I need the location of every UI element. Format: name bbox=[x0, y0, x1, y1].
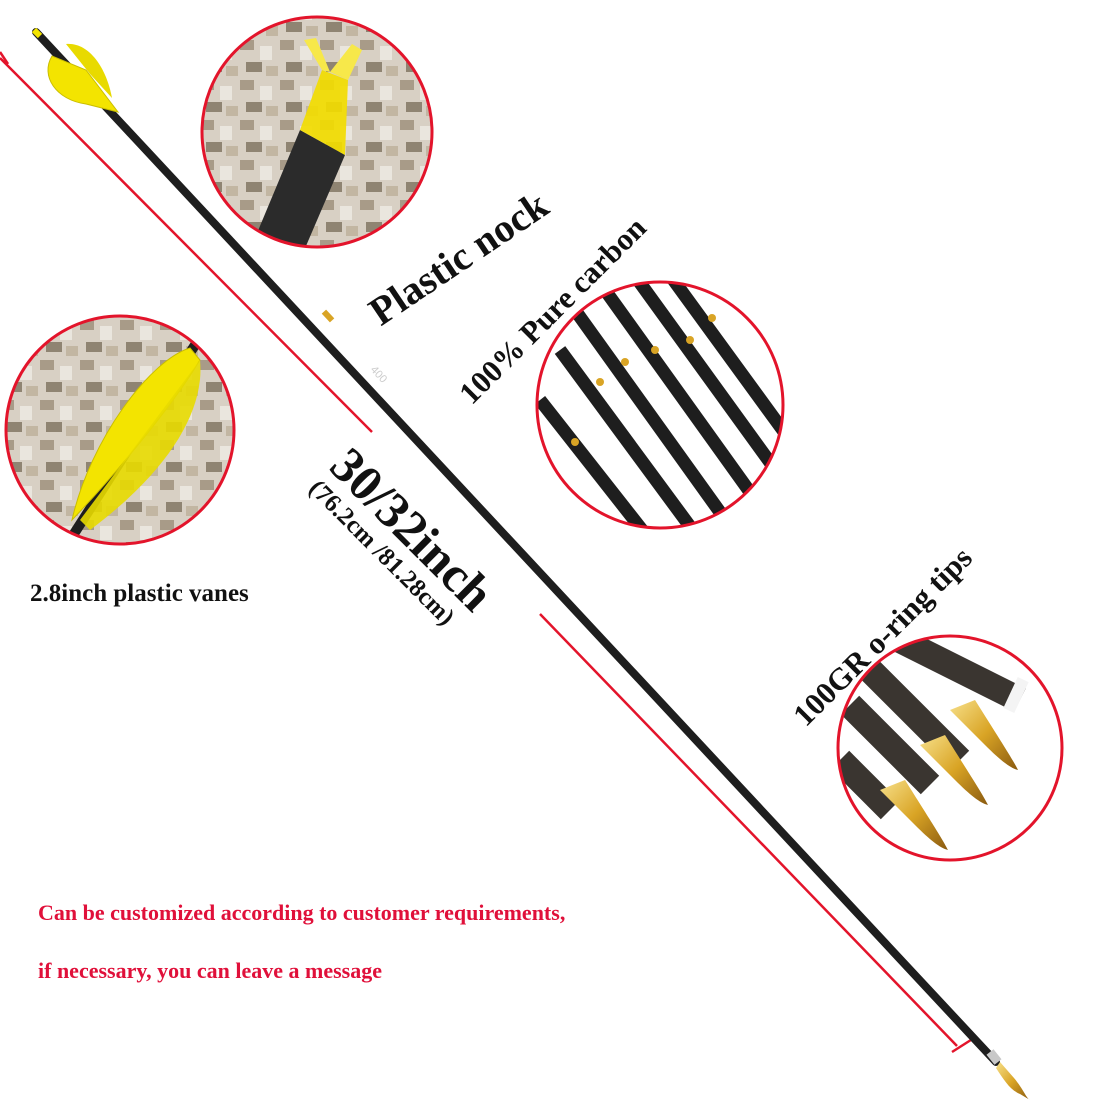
arrow-vane bbox=[66, 43, 112, 98]
tips-detail-frame bbox=[836, 634, 1064, 862]
customization-note-line1: Can be customized according to customer … bbox=[38, 900, 566, 925]
label-plastic-vanes: 2.8inch plastic vanes bbox=[30, 580, 249, 607]
carbon-detail bbox=[535, 280, 785, 530]
carbon-detail-frame bbox=[535, 280, 785, 530]
dimension-lines bbox=[0, 51, 975, 1054]
dimension-line-lower bbox=[539, 613, 958, 1047]
dimension-end-tick bbox=[951, 1036, 975, 1054]
arrow-vane bbox=[47, 55, 120, 113]
arrow-shaft bbox=[32, 28, 1000, 1066]
arrow-nock bbox=[31, 27, 43, 39]
arrow-insert-ring bbox=[986, 1049, 1002, 1065]
shaft-logo bbox=[321, 309, 335, 323]
nock-detail bbox=[200, 15, 434, 249]
dimension-end-tick bbox=[0, 51, 10, 65]
customization-note-line2: if necessary, you can leave a message bbox=[38, 958, 382, 983]
arrow-tip bbox=[996, 1062, 1030, 1100]
vanes-detail-frame bbox=[4, 314, 236, 546]
tips-detail bbox=[836, 634, 1064, 862]
nock-detail-frame bbox=[200, 15, 434, 249]
vanes-detail bbox=[4, 314, 236, 546]
shaft-spine-marking: 400 bbox=[368, 364, 389, 386]
dimension-line-upper bbox=[0, 57, 373, 433]
